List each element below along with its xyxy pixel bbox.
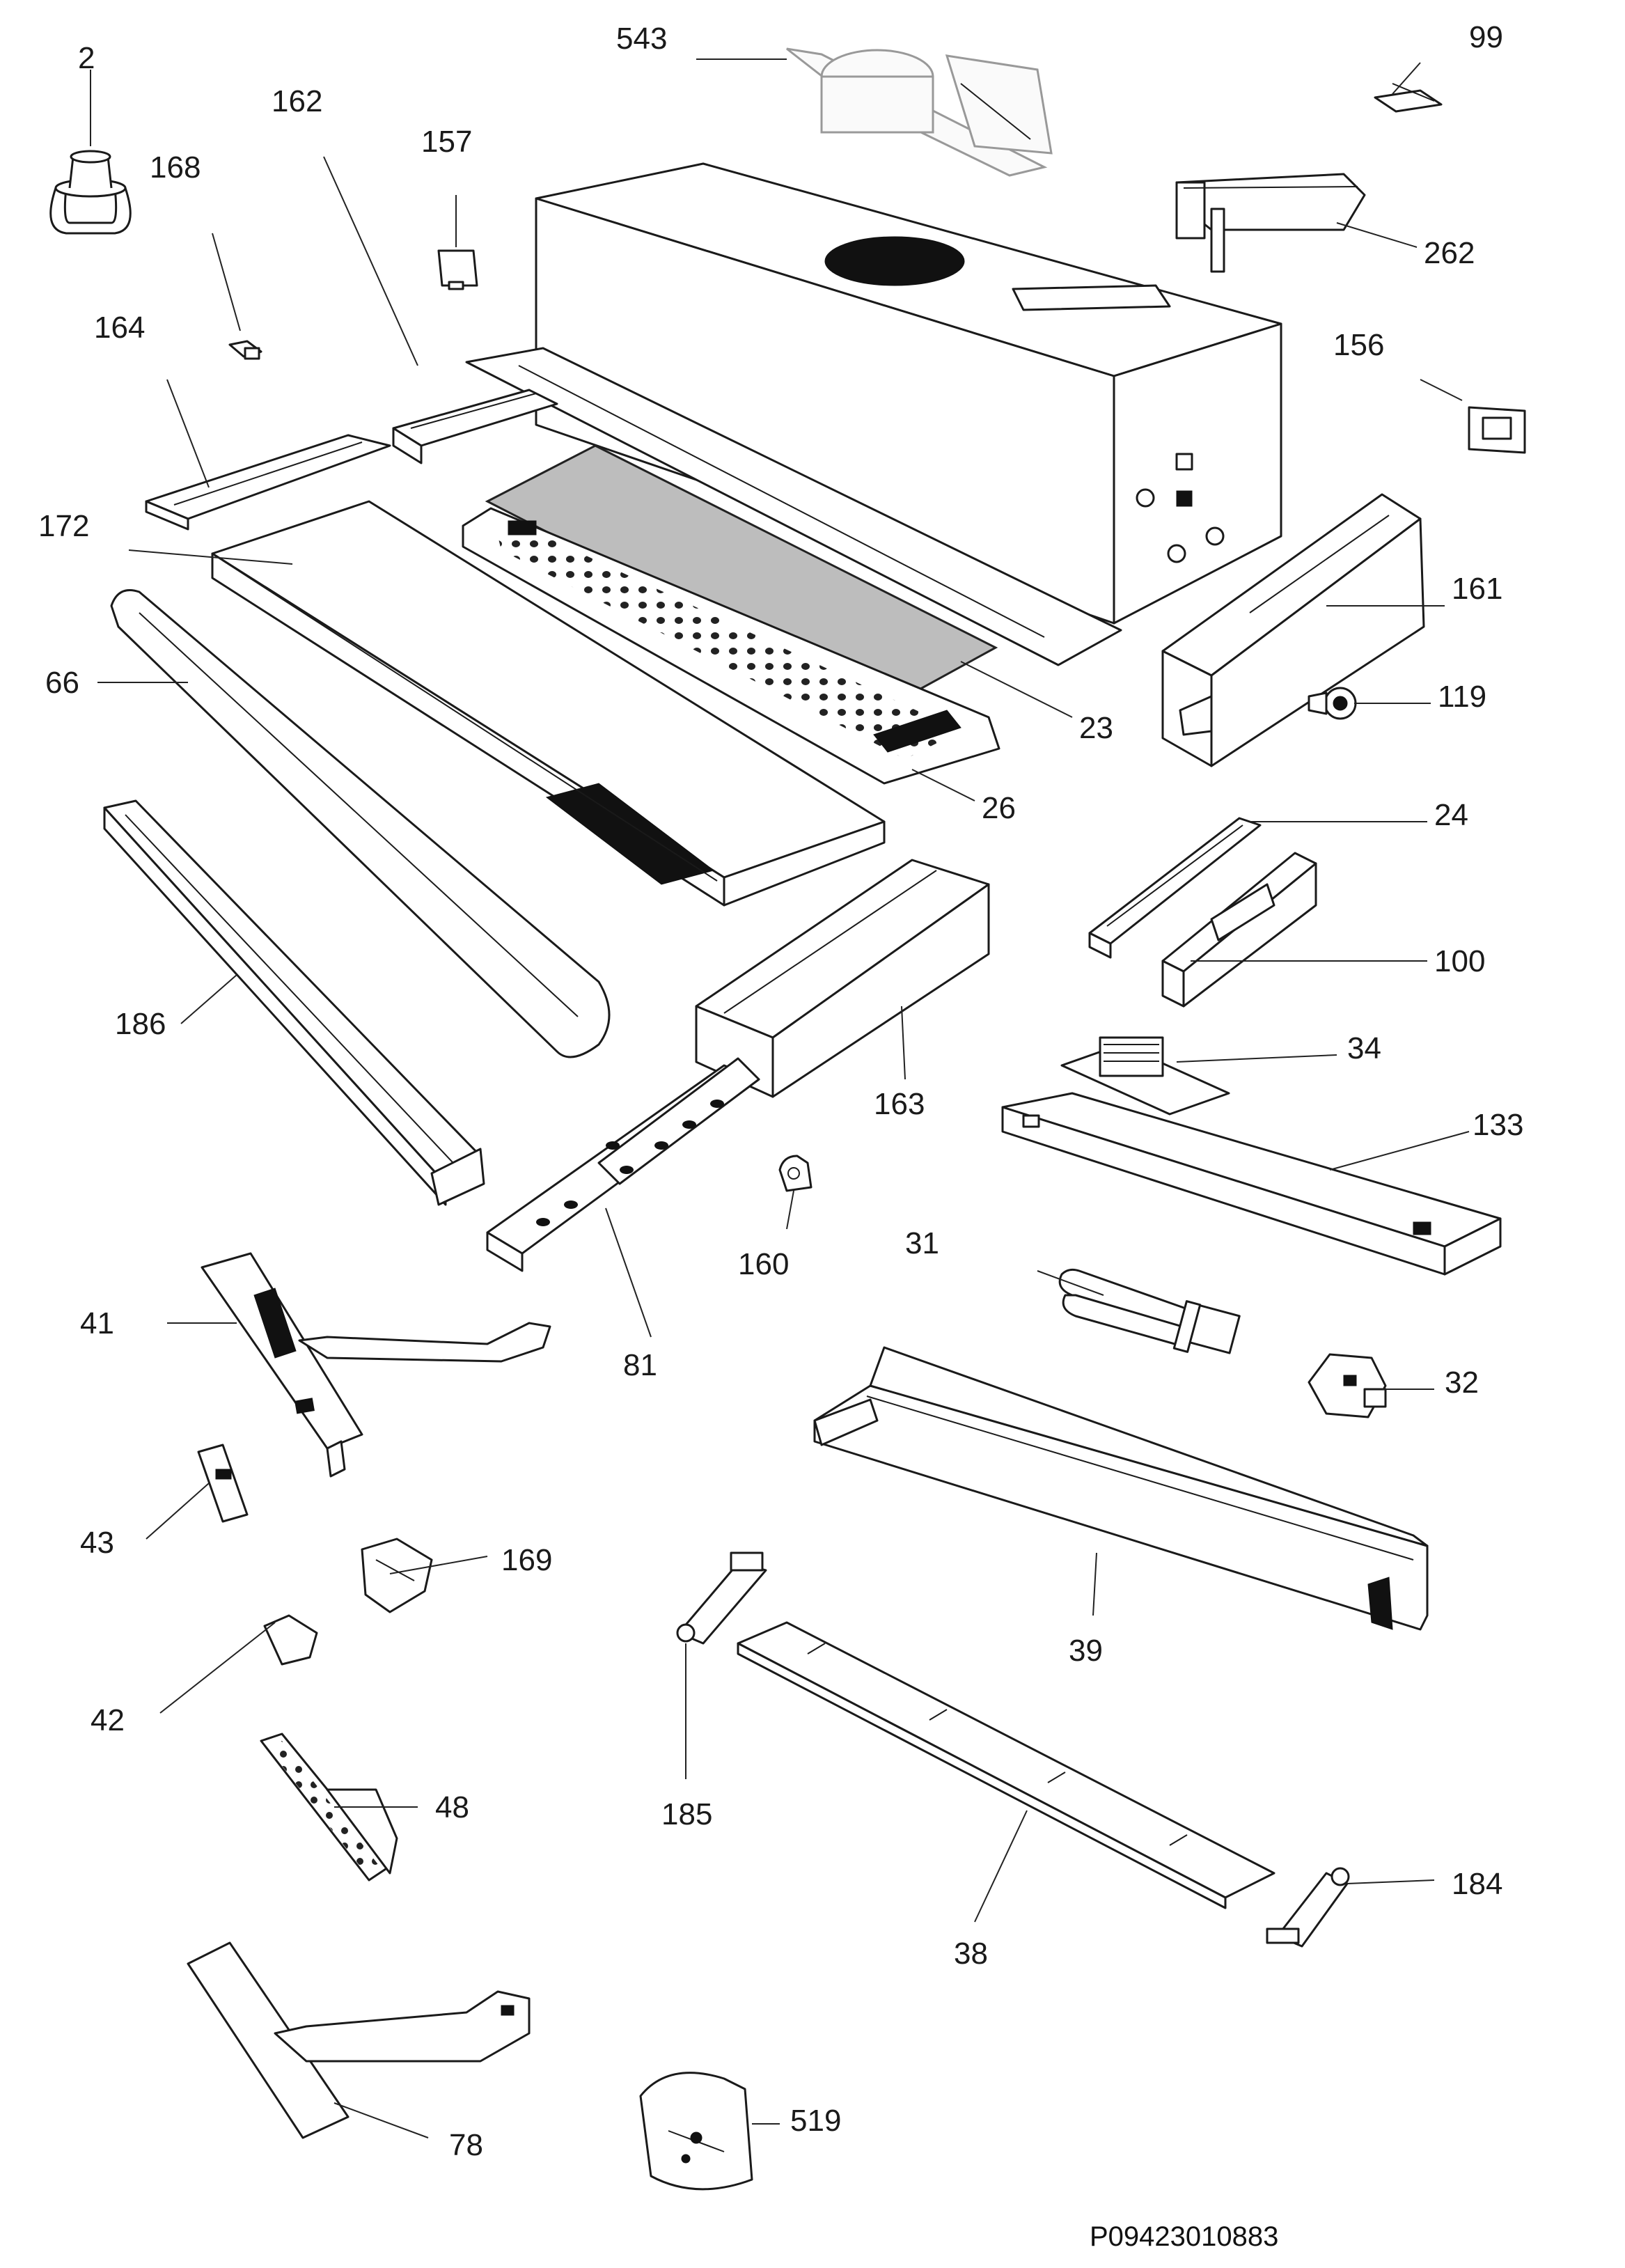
label-38: 38 bbox=[954, 1937, 988, 1971]
part-160-cap bbox=[778, 1155, 812, 1192]
label-100: 100 bbox=[1434, 944, 1485, 978]
part-169-clip bbox=[361, 1538, 433, 1613]
label-262: 262 bbox=[1424, 236, 1475, 270]
part-32-lamp-holder bbox=[1308, 1353, 1387, 1418]
label-41: 41 bbox=[80, 1306, 114, 1340]
label-43: 43 bbox=[80, 1526, 114, 1560]
part-543-motor-unit bbox=[786, 47, 1053, 177]
part-186-rail bbox=[103, 799, 485, 1206]
part-labels: 543 99 2 162 157 168 262 164 156 172 161… bbox=[38, 20, 1523, 2252]
part-168-clip bbox=[228, 340, 262, 360]
part-100-bracket bbox=[1161, 852, 1317, 1008]
label-2: 2 bbox=[78, 41, 95, 75]
label-31: 31 bbox=[905, 1226, 939, 1260]
part-184-bracket bbox=[1266, 1867, 1350, 1948]
part-185-bracket bbox=[676, 1551, 767, 1645]
label-24: 24 bbox=[1434, 798, 1468, 832]
part-133-mounting-plate bbox=[1001, 1092, 1502, 1276]
part-156-bracket bbox=[1468, 406, 1526, 454]
label-34: 34 bbox=[1347, 1031, 1381, 1065]
part-161-side-rail bbox=[1161, 493, 1425, 767]
part-39-reflector bbox=[813, 1346, 1429, 1631]
label-133: 133 bbox=[1473, 1108, 1523, 1142]
part-48-board bbox=[260, 1733, 398, 1882]
label-161: 161 bbox=[1452, 572, 1502, 606]
label-186: 186 bbox=[115, 1007, 166, 1041]
part-519-bag bbox=[639, 2072, 753, 2191]
document-id: P09423010883 bbox=[1090, 2221, 1278, 2252]
label-185: 185 bbox=[661, 1797, 712, 1831]
label-39: 39 bbox=[1069, 1634, 1103, 1668]
part-38-glass-panel bbox=[737, 1621, 1275, 1909]
part-164-rail bbox=[145, 434, 391, 531]
label-42: 42 bbox=[91, 1703, 125, 1737]
label-26: 26 bbox=[982, 791, 1016, 825]
label-81: 81 bbox=[623, 1348, 657, 1382]
label-66: 66 bbox=[45, 666, 79, 700]
part-34-transformer bbox=[1060, 1036, 1230, 1116]
label-78: 78 bbox=[449, 2128, 483, 2162]
part-162-rail bbox=[392, 389, 558, 464]
part-24-bracket bbox=[1088, 817, 1262, 959]
label-163: 163 bbox=[874, 1087, 925, 1121]
label-160: 160 bbox=[738, 1247, 789, 1281]
label-162: 162 bbox=[272, 84, 322, 118]
label-99: 99 bbox=[1469, 20, 1503, 54]
part-78-switch-cover bbox=[187, 1941, 531, 2139]
part-81-slide bbox=[486, 1057, 760, 1272]
part-43-switch bbox=[197, 1444, 249, 1523]
part-31-lamp bbox=[1058, 1268, 1241, 1354]
part-slide-plate bbox=[465, 347, 1122, 666]
part-hood-housing bbox=[535, 162, 1282, 625]
label-48: 48 bbox=[435, 1790, 469, 1824]
label-543: 543 bbox=[616, 22, 667, 56]
part-99-clip bbox=[1374, 83, 1443, 113]
label-169: 169 bbox=[501, 1543, 552, 1577]
label-23: 23 bbox=[1079, 711, 1113, 745]
label-119: 119 bbox=[1438, 680, 1486, 714]
label-168: 168 bbox=[150, 150, 201, 185]
label-32: 32 bbox=[1445, 1366, 1479, 1400]
part-26-grease-grid bbox=[462, 507, 1000, 785]
label-184: 184 bbox=[1452, 1867, 1502, 1901]
part-41-switch-assembly bbox=[201, 1252, 551, 1478]
label-172: 172 bbox=[38, 509, 89, 543]
label-519: 519 bbox=[790, 2104, 841, 2138]
part-172-cover-panel bbox=[211, 500, 886, 907]
part-66-front-trim bbox=[110, 589, 611, 1058]
part-2-grommet bbox=[49, 150, 132, 235]
part-42-clip bbox=[263, 1614, 318, 1666]
part-262-bracket bbox=[1175, 173, 1366, 273]
label-164: 164 bbox=[94, 311, 145, 345]
leader-lines bbox=[90, 58, 1470, 2138]
label-156: 156 bbox=[1333, 328, 1384, 362]
label-157: 157 bbox=[421, 125, 472, 159]
part-157-bracket bbox=[437, 249, 478, 290]
